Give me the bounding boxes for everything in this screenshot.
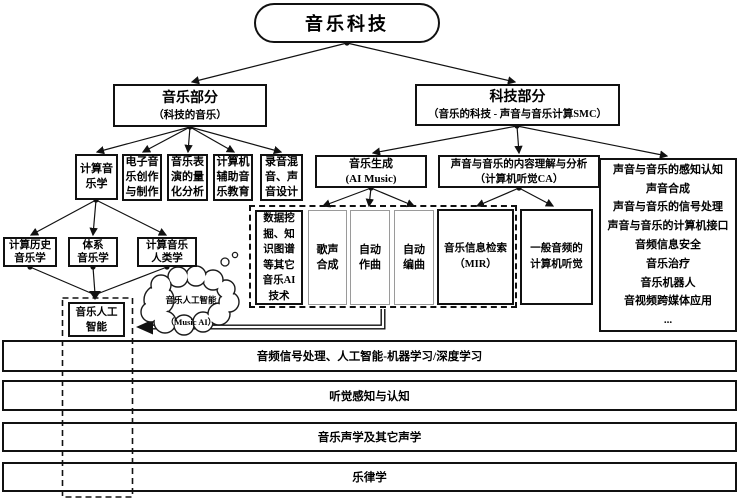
list-item: 声音与音乐的感知认知 [613, 163, 723, 176]
node-title: 科技部分 [489, 90, 546, 105]
node-subtitle: （音乐的科技 - 声音与音乐计算SMC） [427, 109, 608, 120]
node-systematic-musicology: 体系 音乐学 [68, 237, 118, 267]
list-item: 声音与音乐的信号处理 [613, 201, 723, 214]
node-data-mining-knowledge-graph: 数据挖 掘、知 识图谱 等其它 音乐AI 技术 [255, 210, 303, 305]
node-computational-ethnomusicology: 计算音乐 人类学 [137, 237, 197, 267]
node-music-part: 音乐部分 （科技的音乐） [113, 84, 267, 127]
node-singing-synthesis: 歌声 合成 [308, 210, 347, 305]
thought-cloud-icon [140, 251, 240, 336]
node-computational-musicology: 计算音 乐学 [75, 154, 118, 200]
foundation-bar-auditory-perception: 听觉感知与认知 [2, 380, 737, 411]
node-music-information-retrieval: 音乐信息检索 （MIR） [437, 209, 514, 305]
list-item: ... [663, 314, 673, 327]
cloud-line1: 音乐人工智能 [165, 295, 217, 305]
node-music-generation: 音乐生成 (AI Music) [315, 155, 427, 188]
node-title: 音乐部分 [162, 90, 218, 106]
thought-cloud-label: 音乐人工智能 （Music AI） [146, 284, 236, 328]
node-recording-sound-design: 录音混 音、声 音设计 [260, 154, 303, 201]
node-computational-historical-musicology: 计算历史 音乐学 [3, 237, 57, 267]
node-tech-topic-list: 声音与音乐的感知认知 声音合成 声音与音乐的信号处理 声音与音乐的计算机接口 音… [599, 158, 737, 332]
node-tech-part: 科技部分 （音乐的科技 - 声音与音乐计算SMC） [415, 84, 620, 126]
node-auto-arrangement: 自动 编曲 [394, 210, 434, 305]
thought-bubbles-icon [220, 251, 239, 267]
list-item: 声音合成 [646, 182, 690, 195]
list-item: 音视频跨媒体应用 [624, 295, 712, 308]
node-computer-aided-music-education: 计算机 辅助音 乐教育 [213, 154, 253, 201]
node-electronic-music-production: 电子音 乐创作 与制作 [122, 154, 162, 201]
feedback-arrowhead-icon [136, 319, 153, 335]
node-performance-analysis: 音乐表 演的量 化分析 [167, 154, 208, 201]
list-item: 声音与音乐的计算机接口 [607, 220, 729, 233]
convergence-arrowhead-icon [89, 291, 101, 300]
list-item: 音乐治疗 [646, 257, 690, 270]
node-music-tech-root: 音乐科技 [254, 3, 440, 43]
list-item: 音乐机器人 [640, 276, 696, 289]
node-music-ai: 音乐人工 智能 [68, 302, 125, 337]
node-auto-composition: 自动 作曲 [350, 210, 390, 305]
music-ai-dashed-outline [61, 297, 134, 498]
foundation-bar-temperament: 乐律学 [2, 462, 737, 492]
foundation-bar-signal-processing: 音频信号处理、人工智能-机器学习/深度学习 [2, 340, 737, 372]
music-ai-cluster-outline [249, 205, 517, 308]
music-ai-convergence-edges [29, 266, 168, 295]
list-item: 音频信息安全 [635, 238, 701, 251]
cloud-line2: （Music AI） [165, 317, 217, 327]
node-subtitle: （科技的音乐） [153, 109, 227, 121]
foundation-bar-music-acoustics: 音乐声学及其它声学 [2, 422, 737, 452]
node-general-audio-computer-audition: 一般音频的 计算机听觉 [520, 209, 593, 305]
tree-edges [29, 42, 669, 237]
node-content-analysis: 声音与音乐的内容理解与分析 （计算机听觉CA） [438, 155, 600, 188]
feedback-arrow [136, 309, 386, 335]
